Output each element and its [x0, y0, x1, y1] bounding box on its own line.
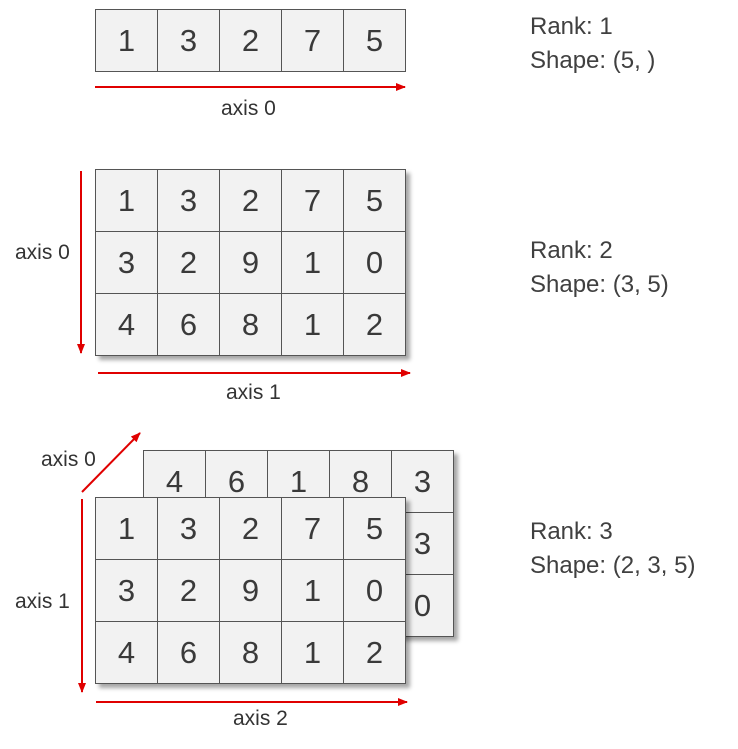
- rank1-rank-text: Rank: 1: [530, 13, 613, 40]
- array-cell: 1: [96, 10, 158, 72]
- array-cell: 3: [158, 498, 220, 560]
- array-cell: 1: [96, 170, 158, 232]
- array-cell: 7: [282, 10, 344, 72]
- array-cell: 1: [282, 232, 344, 294]
- array-cell: 6: [158, 622, 220, 684]
- array-cell: 9: [220, 232, 282, 294]
- array-cell: 2: [220, 10, 282, 72]
- array-cell: 2: [220, 170, 282, 232]
- array-cell: 1: [282, 294, 344, 356]
- rank1-shape-text: Shape: (5, ): [530, 47, 656, 74]
- array-cell: 3: [392, 451, 454, 513]
- array-cell: 1: [96, 498, 158, 560]
- rank3-info: Rank: 3 Shape: (2, 3, 5): [530, 515, 695, 583]
- array-cell: 4: [96, 294, 158, 356]
- array-cell: 2: [158, 560, 220, 622]
- array-cell: 5: [344, 10, 406, 72]
- rank1-axis0-label: axis 0: [221, 97, 276, 120]
- array-cell: 0: [344, 560, 406, 622]
- array-cell: 6: [158, 294, 220, 356]
- rank3-axis2-label: axis 2: [233, 707, 288, 730]
- array-cell: 8: [220, 622, 282, 684]
- array-cell: 8: [220, 294, 282, 356]
- rank3-axis0-label: axis 0: [41, 448, 96, 471]
- array-cell: 3: [96, 232, 158, 294]
- array-cell: 5: [344, 498, 406, 560]
- array-cell: 9: [220, 560, 282, 622]
- array-cell: 5: [344, 170, 406, 232]
- array-cell: 3: [158, 10, 220, 72]
- rank2-axis0-label: axis 0: [15, 241, 70, 264]
- array-cell: 3: [96, 560, 158, 622]
- rank3-axis0-arrow: [81, 432, 141, 493]
- array-cell: 2: [344, 294, 406, 356]
- rank2-rank-text: Rank: 2: [530, 237, 613, 264]
- rank2-axis1-label: axis 1: [226, 381, 281, 404]
- array-cell: 2: [158, 232, 220, 294]
- array-cell: 1: [282, 622, 344, 684]
- rank3-rank-text: Rank: 3: [530, 518, 613, 545]
- array-cell: 3: [158, 170, 220, 232]
- rank3-shape-text: Shape: (2, 3, 5): [530, 552, 696, 579]
- rank2-info: Rank: 2 Shape: (3, 5): [530, 234, 669, 302]
- rank3-axis1-label: axis 1: [15, 590, 70, 613]
- array-cell: 2: [220, 498, 282, 560]
- array-cell: 1: [282, 560, 344, 622]
- array-cell: 2: [344, 622, 406, 684]
- array-cell: 7: [282, 498, 344, 560]
- array-cell: 4: [96, 622, 158, 684]
- rank2-shape-text: Shape: (3, 5): [530, 271, 669, 298]
- array-cell: 0: [344, 232, 406, 294]
- array-cell: 7: [282, 170, 344, 232]
- rank1-info: Rank: 1 Shape: (5, ): [530, 10, 655, 78]
